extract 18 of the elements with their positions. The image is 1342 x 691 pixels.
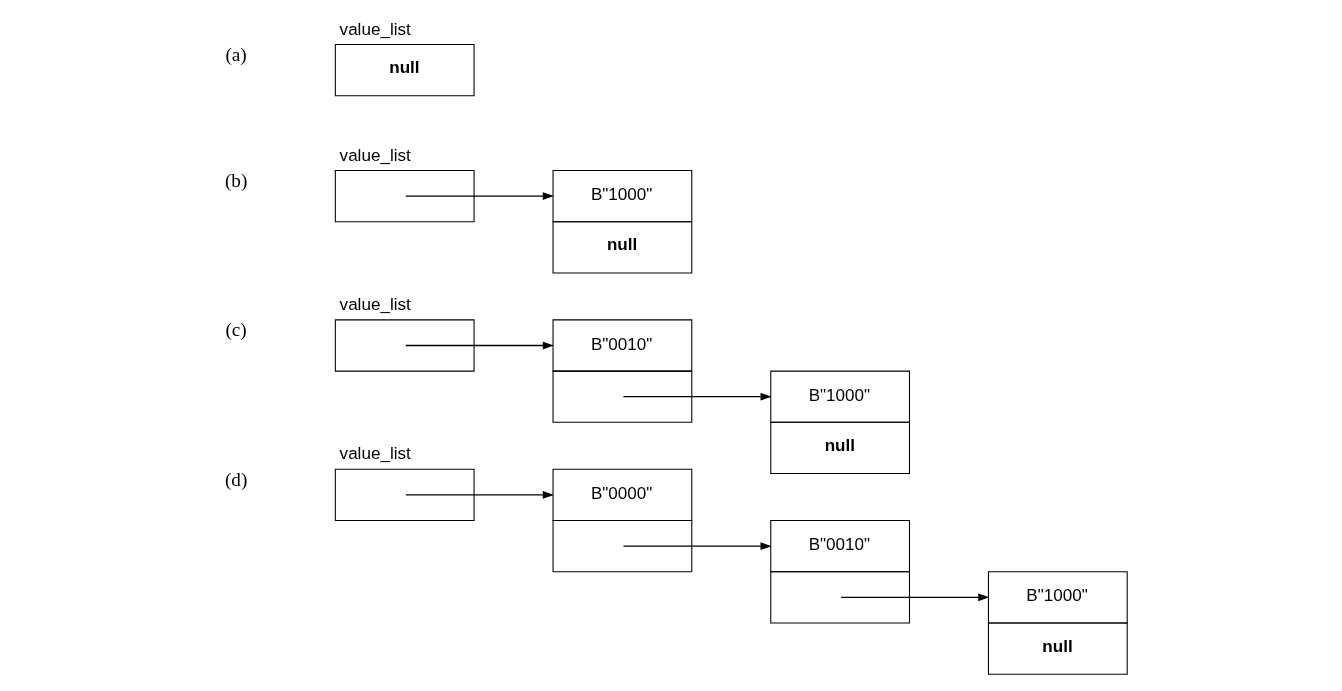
- arrow: [404, 192, 554, 200]
- node-label: value_list: [339, 19, 411, 39]
- arrow: [622, 392, 772, 401]
- node-box: [334, 169, 475, 223]
- node-box: [334, 468, 475, 522]
- arrow: [404, 341, 554, 350]
- label: (c): [224, 319, 247, 341]
- node-box: [334, 319, 475, 372]
- label: (a): [224, 43, 247, 65]
- label: (b): [224, 169, 247, 191]
- node-label: value_list: [339, 444, 411, 464]
- arrow: [840, 593, 989, 602]
- node-box: null: [334, 44, 475, 97]
- arrow: [622, 542, 772, 551]
- label: (d): [224, 468, 247, 490]
- node-label: value_list: [339, 295, 411, 315]
- arrow: [404, 491, 554, 499]
- node-label: value_list: [339, 145, 411, 165]
